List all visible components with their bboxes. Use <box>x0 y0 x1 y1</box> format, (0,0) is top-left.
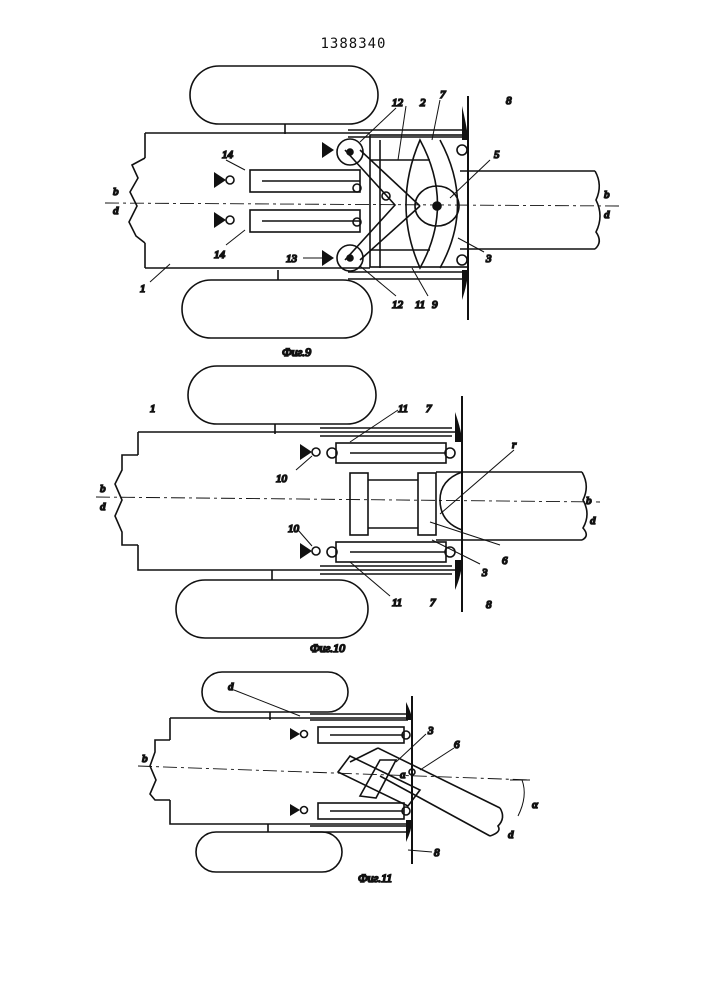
fig10-label-1: 1 <box>150 403 156 415</box>
fig11-label-6: 6 <box>454 739 460 751</box>
fig10-caption: Фиг.10 <box>310 641 345 655</box>
fig9-label-5: 5 <box>494 149 500 161</box>
fig10-label-10a: 10 <box>276 473 288 485</box>
wheel-bottom <box>176 580 368 638</box>
fig9-label-14a: 14 <box>222 149 234 161</box>
wheel-bottom <box>182 280 372 338</box>
fig9-label-8: 8 <box>506 95 512 107</box>
fig9-caption: Фиг.9 <box>282 345 311 359</box>
fig9-label-2: 2 <box>420 97 426 109</box>
fig10-label-11a: 11 <box>398 403 408 415</box>
fig10-label-r: r <box>512 439 517 451</box>
fig10-label-7b: 7 <box>430 597 436 609</box>
fig11-label-8: 8 <box>434 847 440 859</box>
wheel-top <box>190 66 378 124</box>
tractor-body <box>145 133 370 268</box>
fig9-label-13: 13 <box>286 253 298 265</box>
fig10-axis-left-d: d <box>100 501 106 513</box>
fig9-label-12b: 12 <box>392 299 404 311</box>
fig11-caption: Фиг.11 <box>358 871 392 885</box>
fig9-label-3: 3 <box>485 253 492 265</box>
fig11-label-a: a <box>400 769 406 781</box>
fig10-label-7a: 7 <box>426 403 432 415</box>
fig9-label-14b: 14 <box>214 249 226 261</box>
fig9-label-9: 9 <box>432 299 438 311</box>
hitch-frame <box>370 135 468 267</box>
figure-9: 8 7 2 12 5 3 14 14 13 1 12 11 9 b d b d … <box>105 66 620 359</box>
fig9-axis-right-d: d <box>604 209 610 221</box>
fig11-label-b: b <box>142 753 148 765</box>
fig9-label-7: 7 <box>440 89 446 101</box>
fig11-label-d-right: d <box>508 829 514 841</box>
wheel-top <box>188 366 376 424</box>
fig10-label-11b: 11 <box>392 597 402 609</box>
fig10-axis-right-d: d <box>590 515 596 527</box>
fig11-label-d-top: d <box>228 681 234 693</box>
fig11-label-3: 3 <box>427 725 434 737</box>
fig10-label-8: 8 <box>486 599 492 611</box>
fig11-label-alpha: α <box>532 799 538 811</box>
fig10-axis-left-b: b <box>100 483 106 495</box>
fig9-label-12a: 12 <box>392 97 404 109</box>
fig9-axis-left-d: d <box>113 205 119 217</box>
fig9-label-1: 1 <box>140 283 146 295</box>
fig10-label-10b: 10 <box>288 523 300 535</box>
fig10-label-3: 3 <box>481 567 488 579</box>
fig9-label-11: 11 <box>415 299 425 311</box>
figure-10: 1 11 7 r 10 10 6 3 11 7 8 b d b d Фиг.10 <box>96 366 600 655</box>
wheel-bottom <box>196 832 342 872</box>
fig10-axis-right-b: b <box>586 495 592 507</box>
patent-number: 1388340 <box>0 36 707 52</box>
figure-11: d 3 6 b a α d 8 Фиг.11 <box>138 672 538 885</box>
fig9-axis-right-b: b <box>604 189 610 201</box>
fig10-label-6: 6 <box>502 555 508 567</box>
fig9-axis-left-b: b <box>113 186 119 198</box>
